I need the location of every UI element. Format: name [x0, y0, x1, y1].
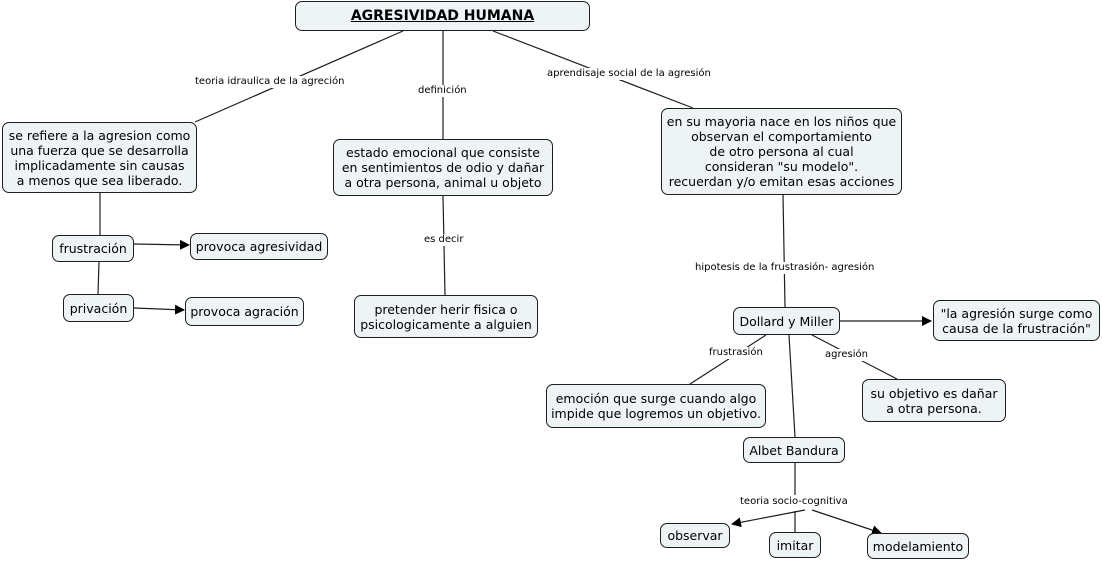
link-dollard-bandura: [788, 334, 796, 438]
node-pretender-herir[interactable]: pretender herir fisica o psicologicament…: [354, 295, 538, 338]
label-teoria-idraulica: teoria idraulica de la agreción: [194, 76, 346, 88]
node-imitar[interactable]: imitar: [769, 532, 821, 558]
node-objetivo[interactable]: su objetivo es dañar a otra persona.: [862, 379, 1006, 422]
link-frustracion-agresividad: [133, 239, 190, 250]
node-privacion[interactable]: privación: [63, 294, 134, 322]
label-frustrasion: frustrasión: [708, 347, 764, 359]
node-emotional-state[interactable]: estado emocional que consiste en sentimi…: [333, 139, 553, 196]
label-es-decir: es decir: [423, 234, 465, 246]
node-emocion[interactable]: emoción que surge cuando algo impide que…: [546, 384, 766, 428]
node-dollard-miller[interactable]: Dollard y Miller: [733, 307, 840, 335]
node-albet-bandura[interactable]: Albet Bandura: [743, 437, 845, 463]
map-title[interactable]: AGRESIVIDAD HUMANA: [295, 1, 590, 31]
node-social-learning[interactable]: en su mayoria nace en los niños que obse…: [661, 108, 902, 195]
label-definicion: definición: [417, 85, 468, 97]
node-observar[interactable]: observar: [660, 523, 730, 548]
link-frustracion-privacion: [97, 261, 100, 295]
node-hydraulic-definition[interactable]: se refiere a la agresion como una fuerza…: [2, 122, 197, 193]
link-privacion-agracion: [133, 304, 185, 315]
node-modelamiento[interactable]: modelamiento: [867, 533, 969, 559]
link-social-dollard: [782, 194, 786, 308]
label-socio-cognitiva: teoria socio-cognitiva: [739, 496, 849, 508]
link-dollard-emocion: [689, 334, 767, 385]
node-provoca-agracion[interactable]: provoca agración: [185, 297, 304, 326]
node-frustration-quote[interactable]: "la agresión surge como causa de la frus…: [933, 300, 1100, 341]
label-agresion: agresión: [824, 349, 869, 361]
link-hub-observar: [731, 509, 806, 528]
node-provoca-agresividad[interactable]: provoca agresividad: [190, 233, 328, 260]
label-hipotesis: hipotesis de la frustrasión- agresión: [694, 262, 876, 274]
link-hub-modelamiento: [811, 509, 882, 535]
label-aprendizaje-social: aprendisaje social de la agresión: [546, 68, 712, 80]
node-frustracion[interactable]: frustración: [52, 235, 134, 262]
